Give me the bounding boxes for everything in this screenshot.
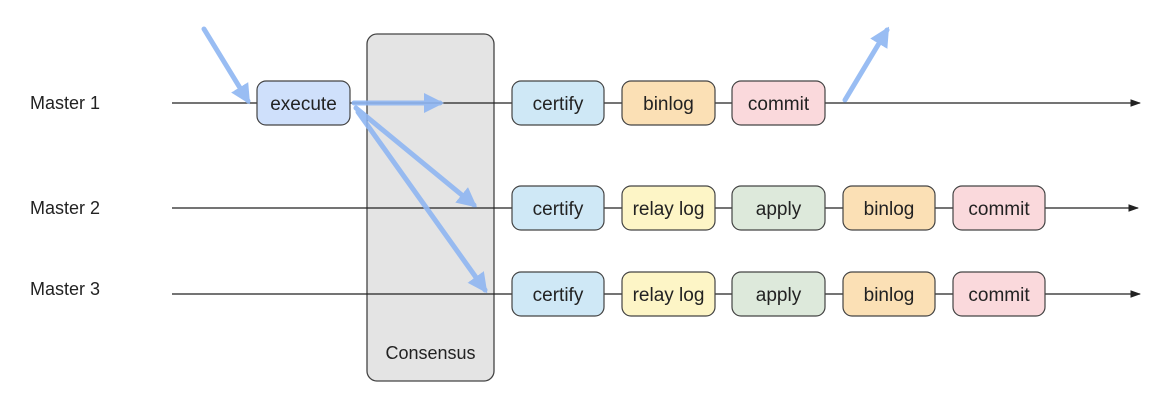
step-binlog-master-2: binlog [842, 185, 936, 231]
step-certify-master-1: certify [511, 80, 605, 126]
consensus-label: Consensus [385, 343, 475, 363]
step-relay-log-master-3: relay log [621, 271, 716, 317]
step-binlog-master-1: binlog [621, 80, 716, 126]
step-apply-master-2: apply [731, 185, 826, 231]
step-binlog-master-3: binlog [842, 271, 936, 317]
propagate-to-master-2-arrow [353, 105, 478, 208]
step-certify-master-2: certify [511, 185, 605, 231]
svg-text:commit: commit [968, 285, 1030, 306]
step-commit-master-2: commit [952, 185, 1046, 231]
svg-text:execute: execute [270, 94, 337, 115]
svg-text:certify: certify [533, 94, 584, 115]
svg-text:relay log: relay log [633, 199, 705, 220]
svg-text:binlog: binlog [864, 285, 915, 306]
row-label-master-1: Master 1 [30, 93, 100, 113]
step-commit-master-1: commit [731, 80, 826, 126]
svg-text:commit: commit [968, 199, 1030, 220]
row-label-master-2: Master 2 [30, 198, 100, 218]
propagate-to-master-3-arrow [355, 109, 488, 294]
step-execute: execute [256, 80, 351, 126]
step-commit-master-3: commit [952, 271, 1046, 317]
row-label-master-3: Master 3 [30, 279, 100, 299]
outgoing-commit-arrow [842, 26, 890, 103]
svg-text:certify: certify [533, 285, 584, 306]
step-apply-master-3: apply [731, 271, 826, 317]
incoming-transaction-arrow [201, 26, 251, 105]
svg-text:binlog: binlog [643, 94, 694, 115]
svg-text:binlog: binlog [864, 199, 915, 220]
svg-text:relay log: relay log [633, 285, 705, 306]
svg-text:certify: certify [533, 199, 584, 220]
svg-text:commit: commit [748, 94, 810, 115]
step-relay-log-master-2: relay log [621, 185, 716, 231]
svg-text:apply: apply [756, 199, 802, 220]
step-certify-master-3: certify [511, 271, 605, 317]
svg-text:apply: apply [756, 285, 802, 306]
